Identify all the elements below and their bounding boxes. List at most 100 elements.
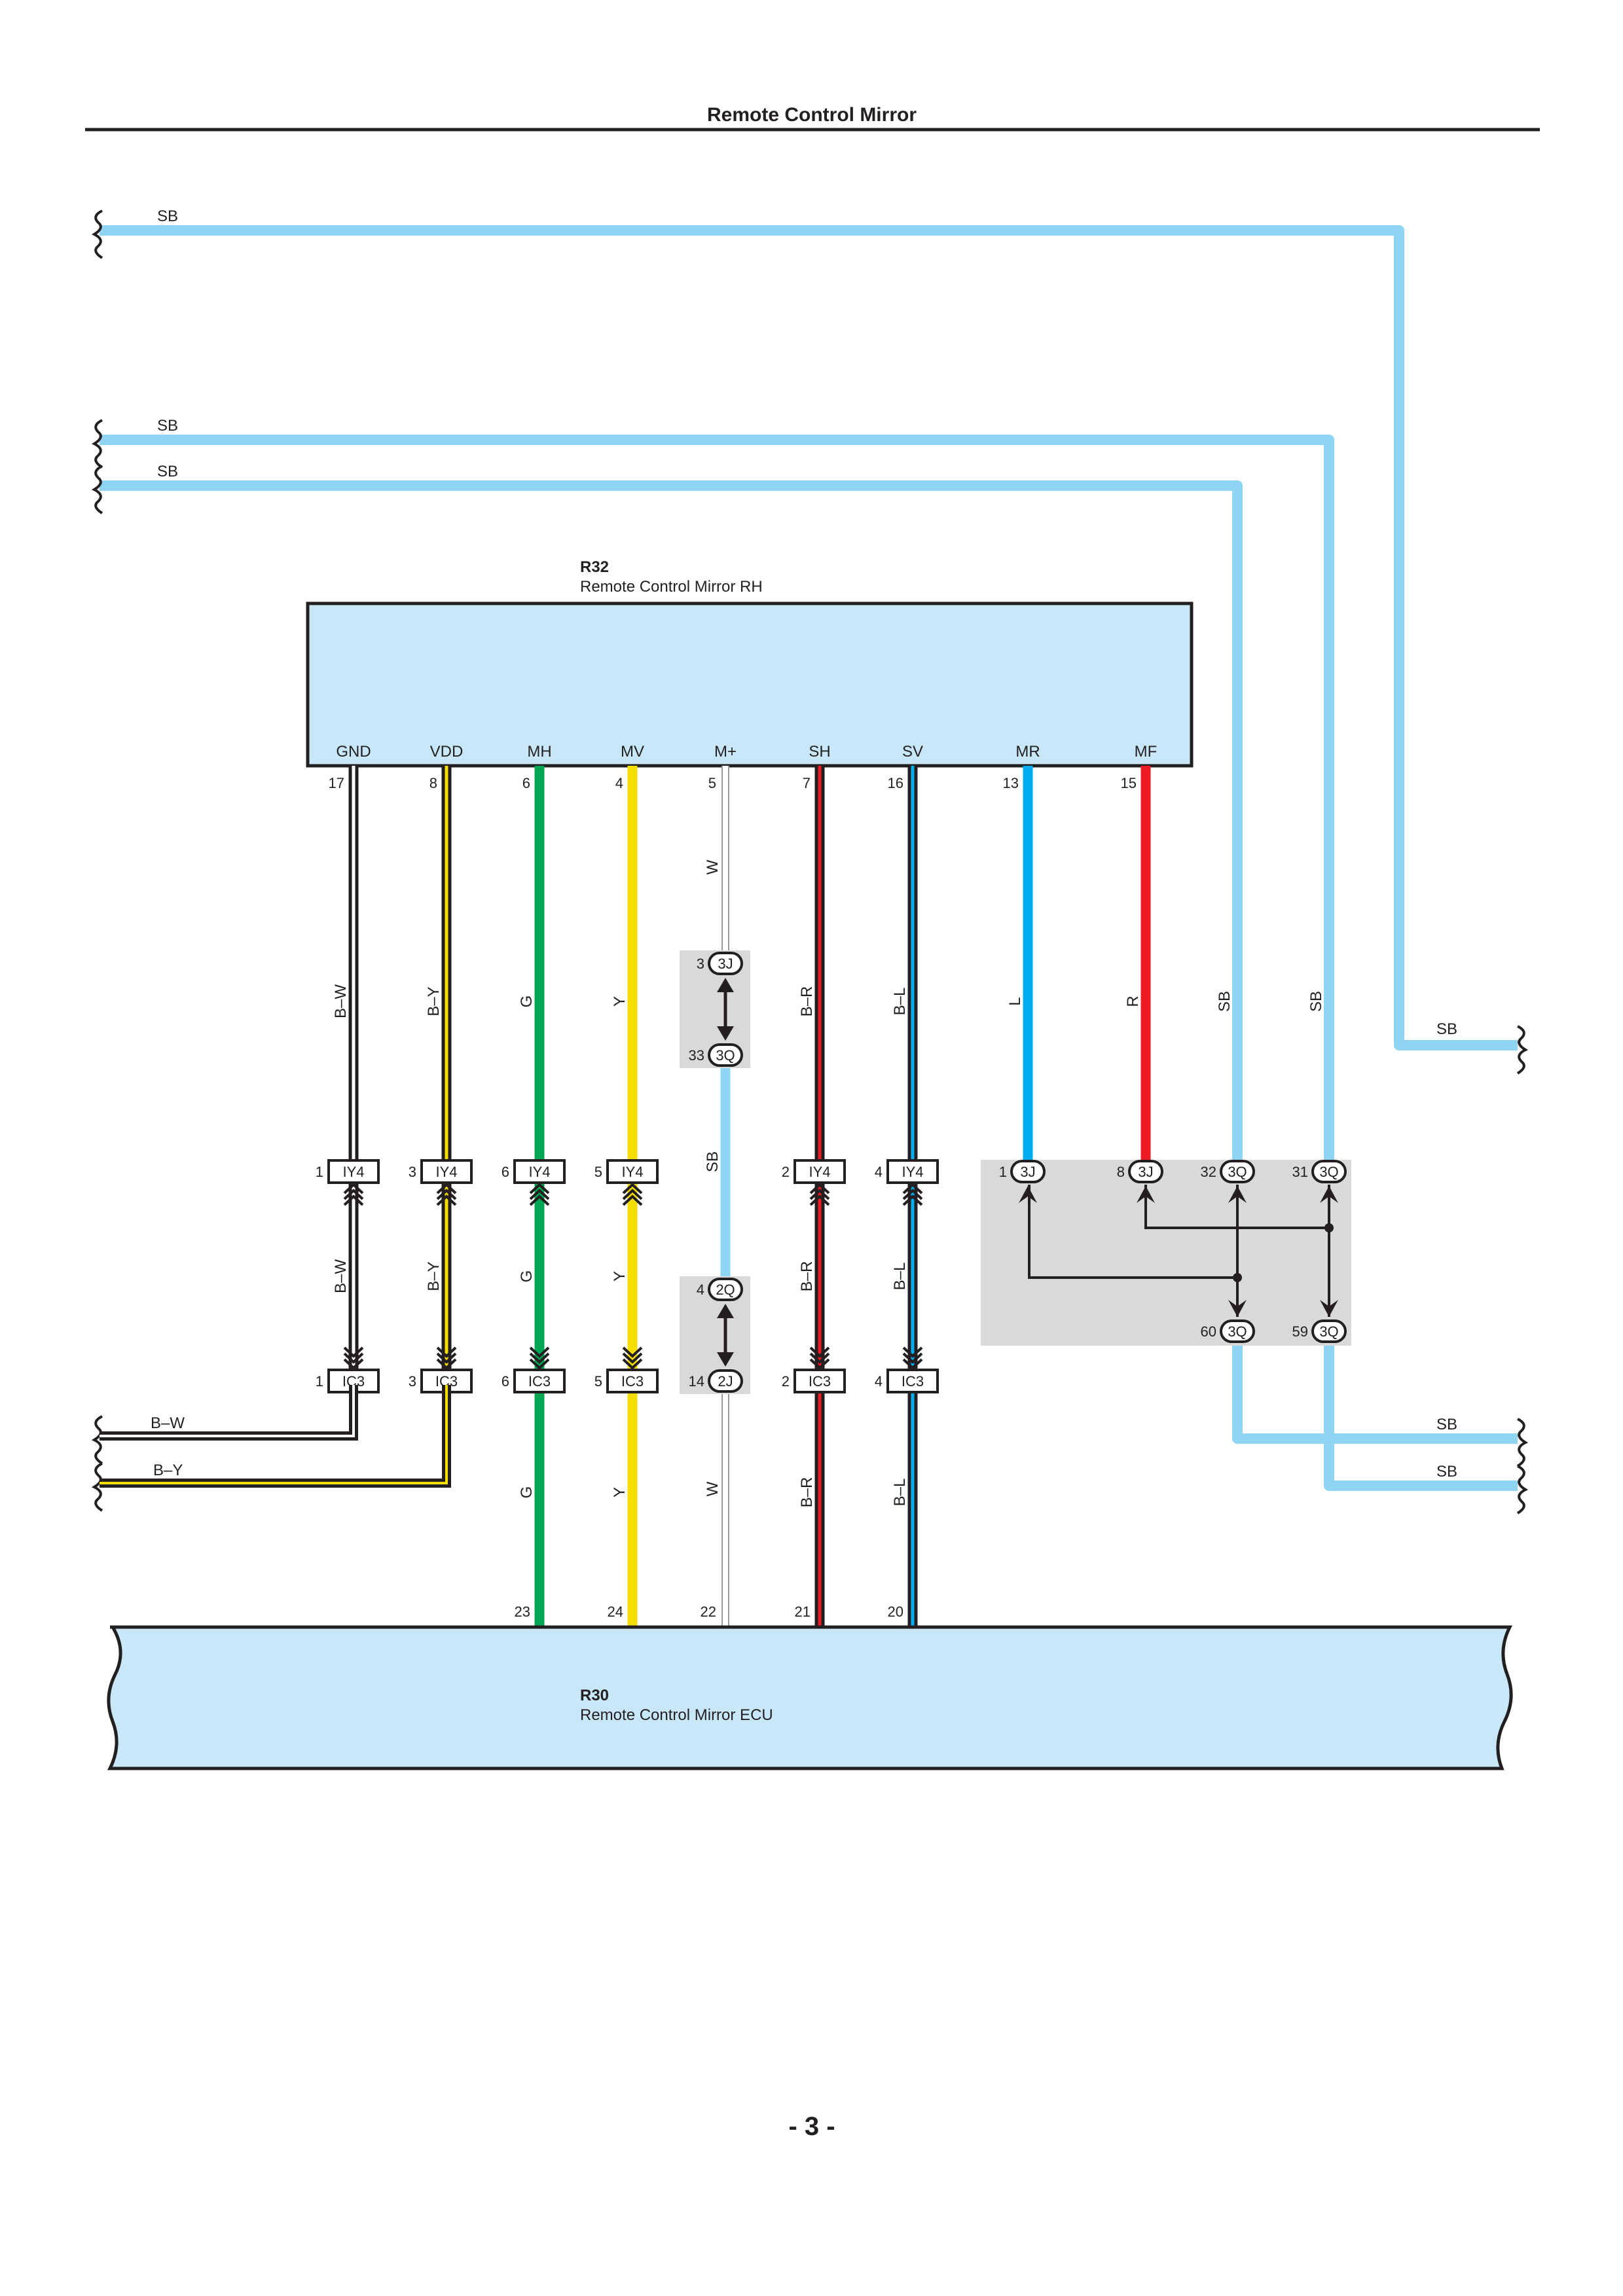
connector-box [793, 1159, 846, 1184]
connector-oval [708, 952, 743, 975]
connector-pin: 8 [1117, 1164, 1125, 1180]
pin-name: MR [1015, 743, 1040, 761]
splice-dots [1233, 1223, 1334, 1282]
chevron-down [902, 1352, 923, 1364]
wire-color-label: B–L [891, 1479, 909, 1507]
mirror-rh-name: Remote Control Mirror RH [580, 578, 763, 596]
connector-mating [529, 1183, 550, 1370]
connector-mating [436, 1183, 457, 1370]
connector-code: IY4 [528, 1164, 550, 1180]
wire-color-label: B–R [798, 986, 816, 1017]
pin-number: 5 [708, 775, 716, 791]
sb-line-1 [100, 225, 1518, 1050]
junction-block-3j-3q [981, 1160, 1351, 1346]
mirror-rh-box [306, 601, 1194, 768]
chevron-down [902, 1358, 923, 1370]
wire-color-label: B–R [798, 1261, 816, 1292]
connector-box [420, 1159, 473, 1184]
wire-color-label: B–R [798, 1477, 816, 1508]
connector-oval [708, 1278, 743, 1301]
connector-oval [1010, 1160, 1046, 1183]
connector-oval [1128, 1160, 1163, 1183]
pin-number: 17 [329, 775, 344, 791]
wire-color-label: R [1124, 996, 1142, 1007]
pin-number: 16 [888, 775, 903, 791]
left-stub-labels: SB SB SB B–W B–Y [151, 207, 185, 1479]
chevron-up [343, 1194, 364, 1206]
break-mark [1516, 1418, 1529, 1467]
connector-oval [708, 1043, 743, 1067]
wire-color-label: G [518, 1486, 536, 1499]
mirror-ecu-box [107, 1625, 1513, 1770]
wire-color-label: Y [611, 1271, 629, 1282]
connector-pin: 2 [782, 1164, 790, 1180]
break-marks [91, 209, 1529, 1515]
chevron-up [902, 1189, 923, 1200]
connector-pin: 5 [594, 1164, 602, 1180]
chevron-down [436, 1358, 457, 1370]
ecu-pin-number: 21 [795, 1604, 811, 1620]
junction-arrows [717, 978, 734, 1041]
splice-point [1324, 1223, 1334, 1232]
junction-connector: 3J1 [999, 1160, 1046, 1183]
wire-color-label: SB [704, 1151, 721, 1172]
pin-name: MV [621, 743, 644, 761]
chevron-up [902, 1194, 923, 1206]
arrow-head-up [717, 1304, 734, 1318]
pin-number: 13 [1003, 775, 1019, 791]
wire-color-label: Y [611, 1487, 629, 1498]
connector-oval [1311, 1160, 1347, 1183]
wire-color-label: B–L [891, 988, 909, 1016]
connector-code: 3Q [1319, 1164, 1338, 1180]
connector-code: 2Q [716, 1282, 735, 1298]
chevron-up [529, 1189, 550, 1200]
page-number: - 3 - [788, 2112, 835, 2141]
wire-color-label: SB [1216, 991, 1233, 1012]
connector-code: 3Q [1228, 1323, 1247, 1340]
connector-pin: 5 [594, 1373, 602, 1390]
chevron-down [902, 1346, 923, 1358]
wire-color-label: G [518, 996, 536, 1008]
break-mark [1516, 1465, 1529, 1515]
connector-code: IY4 [435, 1164, 457, 1180]
chevron-down [343, 1352, 364, 1364]
splice-point [1233, 1273, 1242, 1282]
connector-pin: 2 [782, 1373, 790, 1390]
wire-color-label: B–L [891, 1263, 909, 1291]
wire-color-label: W [704, 1481, 721, 1496]
pin-number: 7 [803, 775, 811, 791]
connector-code: 3J [1138, 1164, 1153, 1180]
chevron-up [809, 1194, 830, 1206]
connector-pin: 1 [316, 1164, 323, 1180]
chevron-down [622, 1358, 643, 1370]
pin-number: 15 [1121, 775, 1137, 791]
connector-pin: 14 [689, 1373, 704, 1390]
pin-name: SV [902, 743, 923, 761]
chevron-up [529, 1183, 550, 1194]
pin-name: MH [527, 743, 551, 761]
wire-color-label: B–W [332, 1259, 350, 1293]
chevron-up [436, 1194, 457, 1206]
stub-label: SB [1436, 1020, 1457, 1038]
sb-line-60 [1232, 1346, 1518, 1444]
wire-color-label: SB [1307, 991, 1325, 1012]
connector-pin: 4 [697, 1282, 704, 1298]
connector-box [513, 1159, 566, 1184]
chevron-down [343, 1346, 364, 1358]
junction-connector: 3Q 31 [1292, 1160, 1347, 1183]
connector-pin: 31 [1292, 1164, 1308, 1180]
sb-line-3 [100, 480, 1243, 1170]
by-run-stripe [100, 1385, 448, 1484]
wire-color-label: L [1006, 997, 1024, 1005]
connector-oval [708, 1369, 743, 1393]
chevron-down [622, 1352, 643, 1364]
mirror-rh-code: R32 [580, 558, 609, 576]
splice-network [1028, 1185, 1330, 1317]
connector-pin: 4 [875, 1164, 883, 1180]
